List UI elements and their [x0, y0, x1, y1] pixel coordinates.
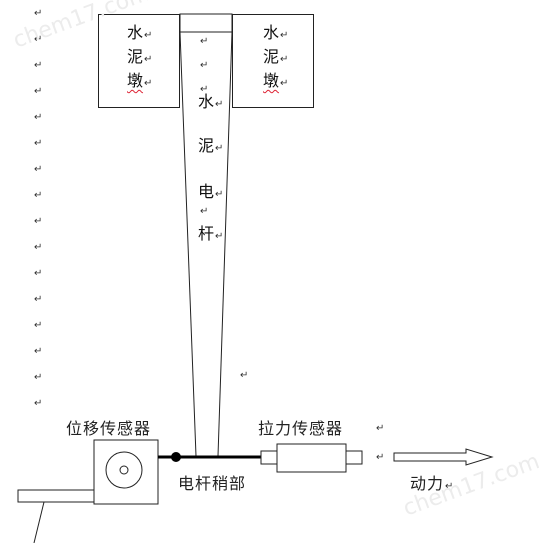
paragraph-mark: ↵: [376, 452, 385, 463]
tension-sensor-right-cap: [345, 450, 363, 465]
paragraph-mark: ↵: [34, 164, 43, 175]
paragraph-mark: ↵: [200, 60, 209, 71]
paragraph-mark: ↵: [200, 206, 209, 217]
sensor-mount-bar: [17, 489, 95, 503]
connection-node: [171, 452, 181, 462]
paragraph-mark: ↵: [34, 268, 43, 279]
pole-char: 水↵: [198, 92, 224, 111]
power-label: 动力↵: [410, 474, 455, 493]
pier-char: 泥↵: [127, 47, 153, 66]
paragraph-mark: ↵: [34, 190, 43, 201]
paragraph-mark: ↵: [34, 242, 43, 253]
paragraph-mark: ↵: [200, 36, 209, 47]
pole-char: 泥↵: [198, 136, 224, 155]
paragraph-mark: ↵: [34, 398, 43, 409]
pole-top-clamp: [179, 13, 233, 33]
displacement-sensor-label: 位移传感器: [66, 419, 152, 438]
pier-char: 水↵: [263, 23, 289, 42]
pier-char: 墩↵: [127, 71, 153, 90]
paragraph-mark: ↵: [34, 346, 43, 357]
sensor-dial-center: [119, 465, 129, 475]
power-arrow: [393, 448, 494, 466]
pier-char: 泥↵: [263, 47, 289, 66]
paragraph-mark: ↵: [34, 8, 43, 19]
paragraph-mark: ↵: [34, 216, 43, 227]
paragraph-mark: ↵: [34, 320, 43, 331]
right-concrete-pier: 水↵ 泥↵ 墩↵: [232, 14, 314, 108]
left-concrete-pier: 水↵ 泥↵ 墩↵: [98, 14, 180, 108]
paragraph-mark: ↵: [34, 372, 43, 383]
paragraph-mark: ↵: [34, 294, 43, 305]
tension-sensor-left-cap: [260, 450, 278, 465]
paragraph-mark: ↵: [34, 112, 43, 123]
mount-support-line: [33, 501, 45, 543]
tension-sensor-label: 拉力传感器: [258, 419, 344, 438]
pier-char: 墩↵: [263, 71, 289, 90]
paragraph-mark: ↵: [34, 138, 43, 149]
paragraph-mark: ↵: [200, 84, 209, 95]
tension-sensor-body: [276, 443, 347, 473]
paragraph-mark: ↵: [34, 34, 43, 45]
pole-char: 电↵: [198, 182, 224, 201]
pole-tip-label: 电杆稍部: [178, 474, 247, 493]
paragraph-mark: ↵: [376, 423, 385, 434]
pole-char: 杆↵: [198, 224, 224, 243]
paragraph-mark: ↵: [240, 370, 249, 381]
paragraph-mark: ↵: [34, 60, 43, 71]
paragraph-mark: ↵: [34, 86, 43, 97]
pier-char: 水↵: [127, 23, 153, 42]
